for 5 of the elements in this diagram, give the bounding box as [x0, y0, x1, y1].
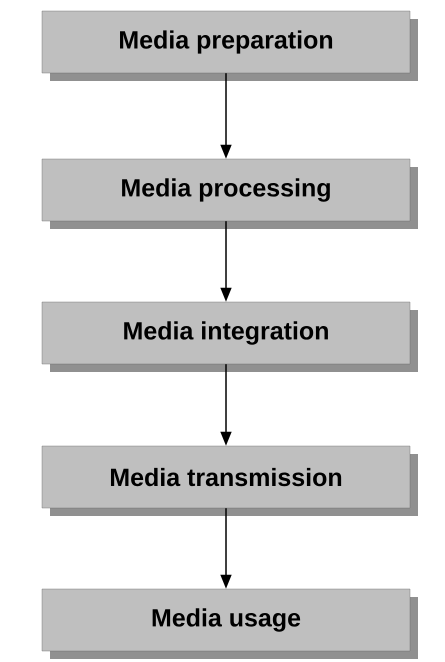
process-box: Media transmission [42, 446, 418, 516]
process-box: Media preparation [42, 10, 418, 81]
process-box: Media processing [42, 158, 418, 229]
process-box: Media usage [42, 588, 418, 659]
process-box: Media integration [42, 302, 418, 372]
